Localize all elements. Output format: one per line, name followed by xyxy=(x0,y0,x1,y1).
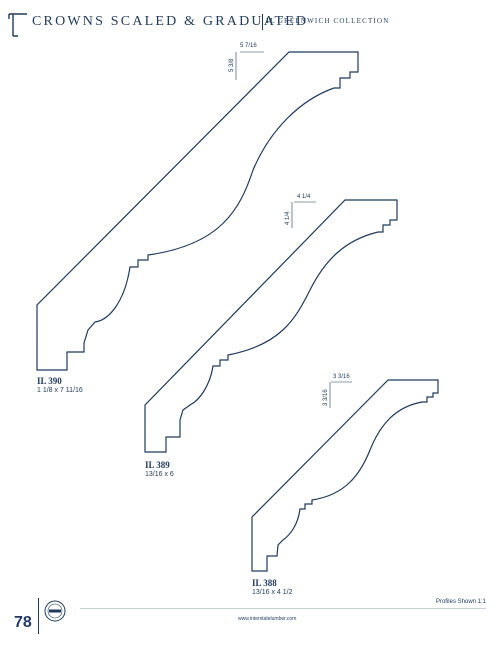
dim-il-388-height: 3 3/16 xyxy=(323,389,329,406)
profile-il-388-outline xyxy=(251,379,439,572)
profile-size: 13/16 x 4 1/2 xyxy=(252,589,293,596)
collection-label: GREENWICH COLLECTION xyxy=(277,17,390,25)
website-url: www.interstatelumber.com xyxy=(238,616,297,622)
company-seal-icon xyxy=(44,600,66,622)
profile-il-390-outline xyxy=(36,51,359,371)
scale-note: Profiles Shown 1:1 xyxy=(435,599,486,605)
profile-il-390-label: IL 390 1 1/8 x 7 11/16 xyxy=(37,376,83,395)
page-title: CROWNS SCALED & GRADUATED xyxy=(32,14,309,29)
profile-size: 13/16 x 6 xyxy=(145,471,174,478)
dim-il-390-height: 5 3/8 xyxy=(229,58,235,72)
profile-il-388-label: IL 388 13/16 x 4 1/2 xyxy=(252,578,292,597)
dim-il-389-width: 4 1/4 xyxy=(297,194,311,200)
footer-rule xyxy=(80,608,486,609)
brand-logo-icon xyxy=(8,13,27,37)
collection-prefix: IL xyxy=(266,17,276,25)
profile-size: 1 1/8 x 7 11/16 xyxy=(37,387,83,394)
profile-il-389-outline xyxy=(144,199,398,453)
dim-il-388-width: 3 3/16 xyxy=(333,374,350,380)
profile-code: IL 390 xyxy=(37,376,62,386)
header-divider xyxy=(262,14,263,30)
dim-il-390-width: 5 7/16 xyxy=(240,43,257,49)
page-number: 78 xyxy=(14,614,32,631)
profile-code: IL 388 xyxy=(252,578,277,588)
footer-divider xyxy=(38,598,39,634)
profile-il-389-label: IL 389 13/16 x 6 xyxy=(145,460,174,479)
profile-code: IL 389 xyxy=(145,460,170,470)
dim-il-389-height: 4 1/4 xyxy=(285,211,291,225)
